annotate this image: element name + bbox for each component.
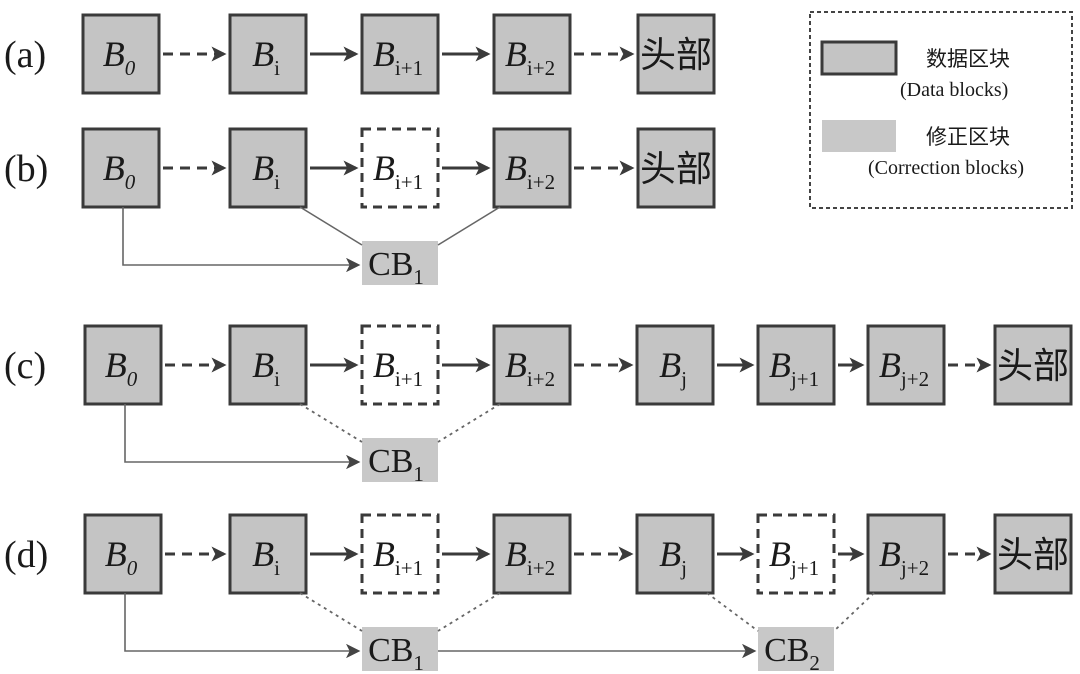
data-block [635,513,715,595]
block-label: Bi+2 [505,534,555,580]
legend-correction-blocks-cn: 修正区块 [926,125,1010,149]
legend-data-blocks-cn: 数据区块 [926,47,1010,71]
correction-link [299,592,363,632]
correction-link [299,403,363,443]
head-block [636,127,716,209]
block-label: Bi+2 [505,148,555,194]
block-label: Bi [252,345,280,391]
block-label: B0 [105,534,138,580]
correction-link [833,592,875,632]
legend-data-blocks-en: (Data blocks) [900,79,1008,101]
head-block [993,324,1073,406]
block-label: Bj+2 [879,345,929,391]
head-block-label: 头部 [640,149,712,190]
correction-block [362,241,438,285]
legend-data-block-swatch [820,40,898,76]
block-label: Bj+1 [769,345,819,391]
data-block [81,13,161,95]
block-label: Bi [252,148,280,194]
correction-link [299,206,363,246]
block-label: Bi+1 [373,148,423,194]
data-block [83,324,163,406]
block-label: Bj+1 [769,534,819,580]
data-block [228,127,308,209]
correction-block-label: CB2 [764,632,820,674]
block-label: Bi+1 [373,34,423,80]
block-label: Bj+2 [879,534,929,580]
correction-link [706,592,759,632]
block-label: Bi+2 [505,34,555,80]
correction-block [362,438,438,482]
row-label: (c) [4,345,46,387]
block-label: Bi [252,34,280,80]
data-block [492,127,572,209]
removed-data-block [360,127,440,209]
removed-data-block [756,513,836,595]
row-label: (d) [4,534,48,576]
data-block [492,13,572,95]
data-block [866,324,946,406]
head-block [636,13,716,95]
block-label: B0 [103,148,136,194]
head-block-label: 头部 [997,535,1069,576]
correction-link [437,403,501,443]
row-label: (b) [4,148,48,190]
genesis-to-correction-arrow [124,404,361,470]
removed-data-block [360,324,440,406]
data-block [492,513,572,595]
data-block [866,513,946,595]
data-block [360,13,440,95]
correction-link [437,592,501,632]
head-block [993,513,1073,595]
row-label: (a) [4,34,46,76]
genesis-to-correction-arrow [124,593,361,659]
removed-data-block [360,513,440,595]
data-block [635,324,715,406]
correction-block [362,627,438,671]
block-label: B0 [105,345,138,391]
block-label: B0 [103,34,136,80]
block-label: Bi+2 [505,345,555,391]
data-block [83,513,163,595]
correction-block [758,627,834,671]
data-block [492,324,572,406]
legend: 数据区块 (Data blocks) 修正区块 (Correction bloc… [809,11,1073,209]
block-label: Bj [659,345,687,391]
correction-block-label: CB1 [368,632,424,674]
legend-correction-blocks-en: (Correction blocks) [868,157,1024,179]
data-block [228,513,308,595]
head-block-label: 头部 [997,346,1069,387]
block-label: Bi+1 [373,534,423,580]
block-label: Bi [252,534,280,580]
genesis-to-correction-arrow [122,207,361,273]
data-block [756,324,836,406]
block-label: Bi+1 [373,345,423,391]
correction-block-label: CB1 [368,443,424,486]
legend-correction-block-swatch [822,120,896,152]
data-block [228,324,308,406]
correction-block-label: CB1 [368,246,424,289]
data-block [228,13,308,95]
data-block [81,127,161,209]
block-label: Bj [659,534,687,580]
correction-link [437,206,501,246]
head-block-label: 头部 [640,35,712,76]
